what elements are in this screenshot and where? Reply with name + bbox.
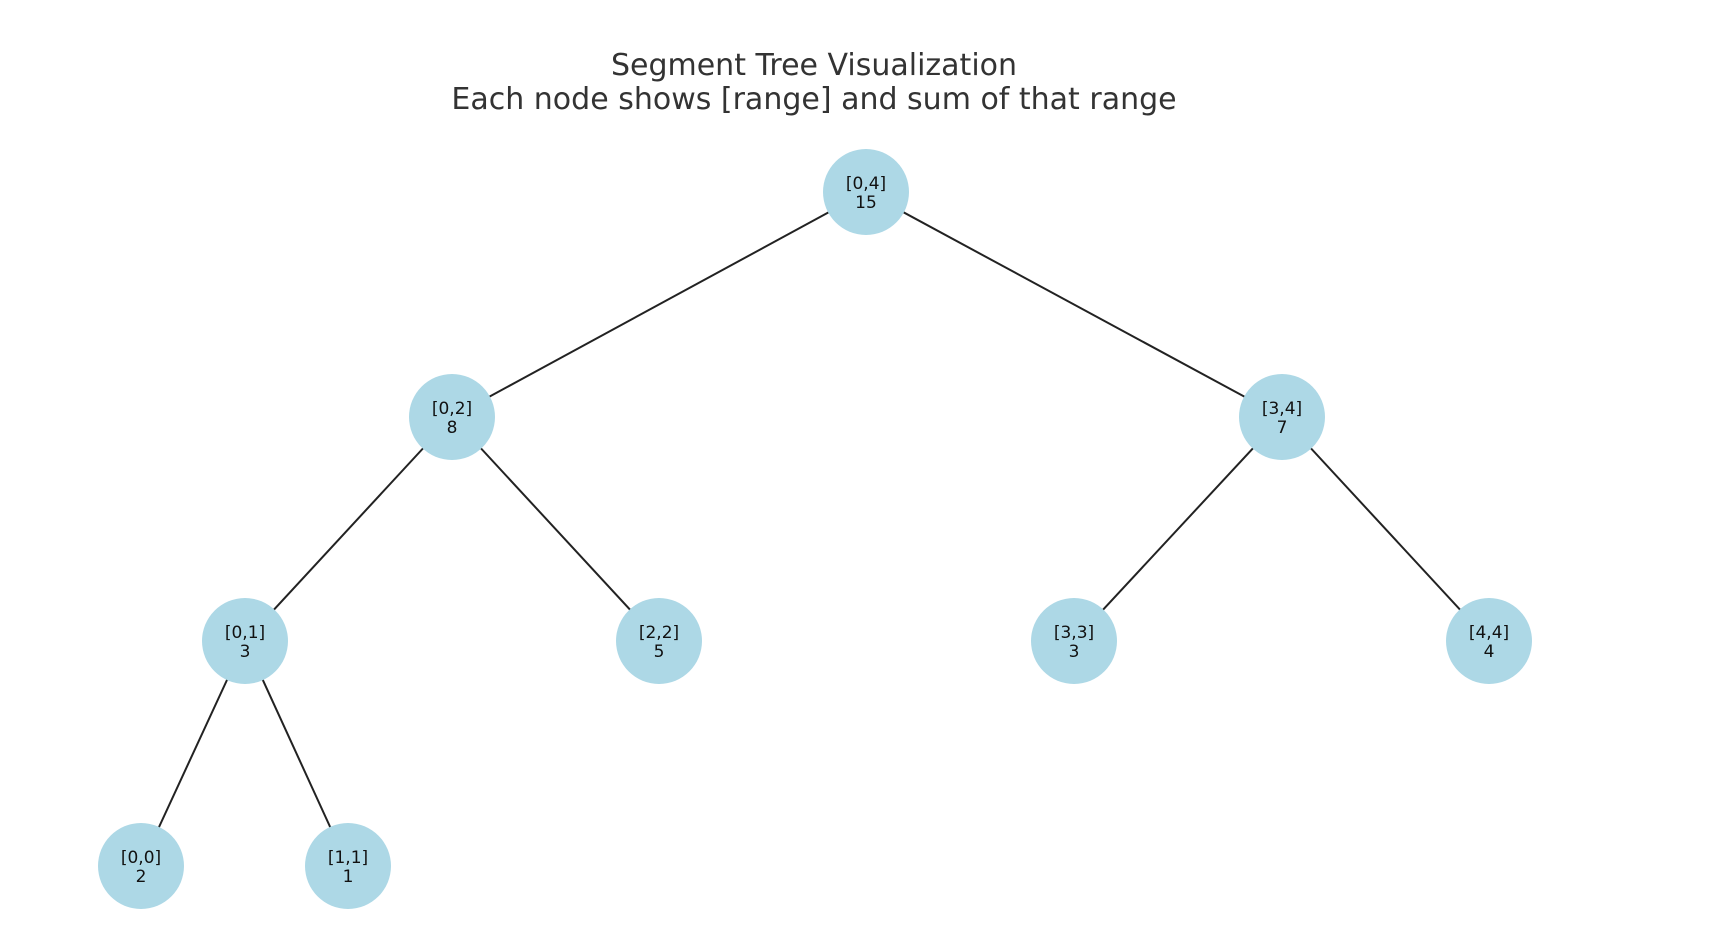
tree-node-sum: 7 [1277, 418, 1288, 438]
tree-node-sum: 2 [136, 867, 147, 887]
tree-node-range: [3,3] [1054, 623, 1094, 643]
tree-node-circle [98, 823, 184, 909]
tree-nodes: [0,4]15[0,2]8[3,4]7[0,1]3[2,2]5[3,3]3[4,… [98, 149, 1532, 909]
tree-node-range: [2,2] [639, 623, 679, 643]
tree-node-circle [1446, 598, 1532, 684]
tree-node-range: [0,1] [225, 623, 265, 643]
tree-edges [140, 191, 1490, 867]
tree-edge [865, 191, 1283, 418]
tree-node-circle [202, 598, 288, 684]
tree-node-circle [616, 598, 702, 684]
tree-edge [1281, 416, 1490, 642]
tree-node-range: [0,0] [121, 848, 161, 868]
tree-node-circle [823, 149, 909, 235]
tree-node-sum: 8 [447, 418, 458, 438]
title-line-1: Segment Tree Visualization [611, 48, 1017, 83]
tree-node-sum: 3 [1069, 642, 1080, 662]
tree-node-sum: 5 [654, 642, 665, 662]
tree-node-circle [1031, 598, 1117, 684]
tree-node: [0,2]8 [409, 374, 495, 460]
tree-node-sum: 3 [240, 642, 251, 662]
tree-node-sum: 1 [343, 867, 354, 887]
tree-node-circle [1239, 374, 1325, 460]
tree-node-sum: 15 [855, 193, 877, 213]
diagram-title: Segment Tree Visualization Each node sho… [451, 48, 1176, 117]
tree-node-sum: 4 [1484, 642, 1495, 662]
tree-node: [3,3]3 [1031, 598, 1117, 684]
tree-node-range: [1,1] [328, 848, 368, 868]
tree-node: [0,4]15 [823, 149, 909, 235]
tree-edge [451, 416, 660, 642]
tree-node: [2,2]5 [616, 598, 702, 684]
tree-node: [0,0]2 [98, 823, 184, 909]
tree-node: [3,4]7 [1239, 374, 1325, 460]
tree-node-range: [4,4] [1469, 623, 1509, 643]
title-line-2: Each node shows [range] and sum of that … [451, 82, 1176, 117]
tree-node: [1,1]1 [305, 823, 391, 909]
tree-node-range: [0,2] [432, 399, 472, 419]
tree-node-circle [305, 823, 391, 909]
tree-node: [4,4]4 [1446, 598, 1532, 684]
tree-edge [451, 191, 867, 418]
tree-node: [0,1]3 [202, 598, 288, 684]
tree-edge [1073, 416, 1283, 642]
tree-edge [244, 416, 453, 642]
tree-node-range: [3,4] [1262, 399, 1302, 419]
tree-node-range: [0,4] [846, 174, 886, 194]
tree-node-circle [409, 374, 495, 460]
